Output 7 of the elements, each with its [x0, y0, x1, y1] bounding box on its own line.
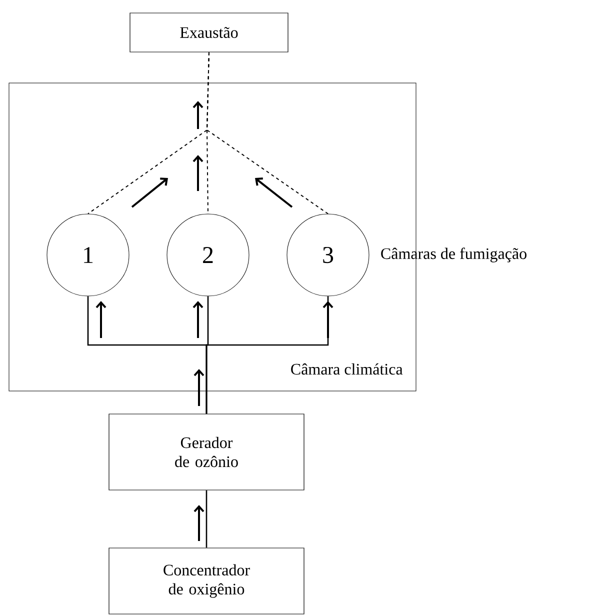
connector-line: [206, 296, 329, 414]
side-label: Câmaras de fumigação: [381, 248, 526, 262]
connector-line: [206, 490, 208, 548]
concentrator-box: Concentrador de oxigênio: [108, 548, 304, 614]
exhaust-box: Exaustão: [130, 12, 288, 52]
connector-line: [206, 52, 328, 214]
generator-box: Gerador de ozônio: [108, 414, 304, 490]
